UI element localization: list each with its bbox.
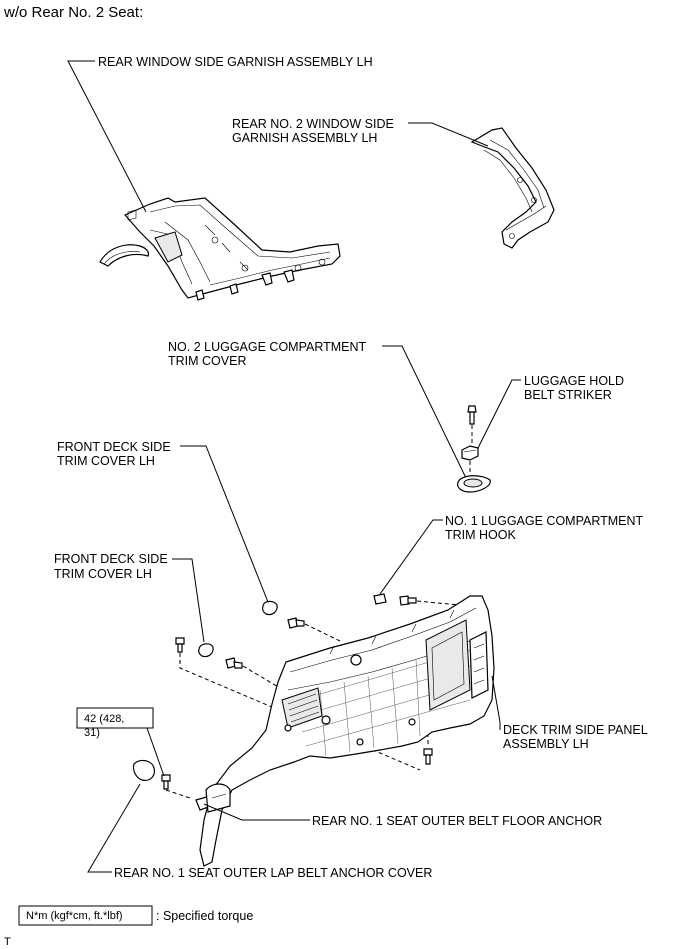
label-front-deck-side-trim-upper-line2: TRIM COVER LH <box>57 454 155 468</box>
leader-deck-trim-side-panel <box>491 675 501 730</box>
label-no2-luggage-trim-cover-line1: NO. 2 LUGGAGE COMPARTMENT <box>168 340 367 354</box>
label-rear-no2-window-garnish-line2: GARNISH ASSEMBLY LH <box>232 131 377 145</box>
label-rear-no2-window-garnish-line1: REAR NO. 2 WINDOW SIDE <box>232 117 394 131</box>
label-no1-luggage-trim-hook-line1: NO. 1 LUGGAGE COMPARTMENT <box>445 514 644 528</box>
torque-value-line1: 42 (428, <box>84 713 124 725</box>
torque-callout: 42 (428, 31) <box>76 707 165 777</box>
label-luggage-hold-belt-striker-line2: BELT STRIKER <box>524 388 612 402</box>
label-rear-no1-seat-belt-floor-anchor: REAR NO. 1 SEAT OUTER BELT FLOOR ANCHOR <box>312 814 602 828</box>
label-front-deck-side-trim-lower-line1: FRONT DECK SIDE <box>54 552 168 566</box>
leader-front-deck-side-trim-upper <box>180 445 269 603</box>
label-front-deck-side-trim-upper-line1: FRONT DECK SIDE <box>57 440 171 454</box>
label-no1-luggage-trim-hook-line2: TRIM HOOK <box>445 528 516 542</box>
leader-no1-luggage-trim-hook <box>379 519 443 595</box>
lap-belt-anchor-cover-part <box>132 759 155 781</box>
legend-unit-box: N*m (kgf*cm, ft.*lbf) <box>26 910 123 922</box>
rear-window-side-garnish-part <box>99 197 341 301</box>
front-deck-side-trim-cover-upper-part <box>262 600 278 616</box>
torque-value-line2: 31) <box>84 727 100 739</box>
legend-description: : Specified torque <box>156 909 253 923</box>
condition-header: w/o Rear No. 2 Seat: <box>3 4 143 21</box>
label-no2-luggage-trim-cover-line2: TRIM COVER <box>168 354 246 368</box>
luggage-hold-belt-striker-part <box>457 405 491 493</box>
label-rear-no1-seat-lap-belt-cover: REAR NO. 1 SEAT OUTER LAP BELT ANCHOR CO… <box>114 866 432 880</box>
leader-front-deck-side-trim-lower <box>172 558 205 643</box>
label-front-deck-side-trim-lower-line2: TRIM COVER LH <box>54 567 152 581</box>
leader-lap-belt-anchor-cover <box>87 783 141 873</box>
leader-no2-luggage-trim-cover <box>382 345 467 479</box>
fasteners-and-alignment <box>161 617 433 799</box>
leader-rear-window-side-garnish <box>67 60 147 213</box>
leader-luggage-hold-belt-striker <box>477 379 521 449</box>
no1-luggage-trim-hook-part <box>373 593 471 607</box>
deck-trim-side-panel-part <box>195 595 495 867</box>
label-deck-trim-side-panel-line2: ASSEMBLY LH <box>503 737 589 751</box>
front-deck-side-trim-cover-lower-part <box>198 643 214 658</box>
label-rear-window-side-garnish: REAR WINDOW SIDE GARNISH ASSEMBLY LH <box>98 55 373 69</box>
torque-legend: N*m (kgf*cm, ft.*lbf) : Specified torque <box>18 905 253 926</box>
leader-belt-floor-anchor <box>203 803 310 821</box>
label-luggage-hold-belt-striker-line1: LUGGAGE HOLD <box>524 374 624 388</box>
rear-no2-window-side-garnish-part <box>470 127 555 249</box>
leader-rear-no2-window-garnish <box>408 122 489 147</box>
label-deck-trim-side-panel-line1: DECK TRIM SIDE PANEL <box>503 723 648 737</box>
footer-mark: T <box>4 936 11 948</box>
